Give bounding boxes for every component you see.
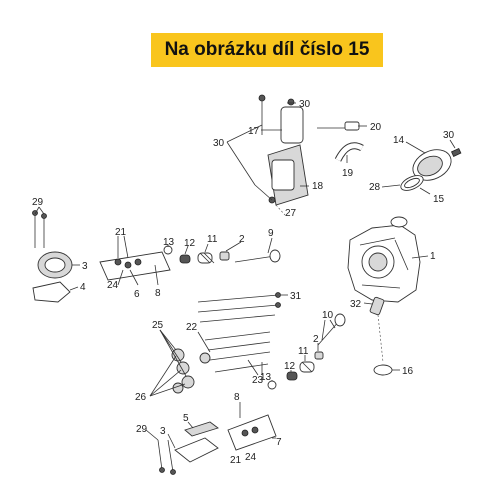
callout-1: 1 xyxy=(430,251,436,262)
callout-14: 14 xyxy=(393,135,405,146)
callout-9: 9 xyxy=(268,228,274,239)
left-cover-assembly xyxy=(32,210,73,303)
callout-21: 21 xyxy=(115,227,127,238)
callout-7: 7 xyxy=(276,437,282,448)
callout-24: 24 xyxy=(245,452,257,463)
bolt-head xyxy=(258,94,266,102)
callout-30: 30 xyxy=(443,130,455,141)
hose-fitting xyxy=(344,121,360,131)
rocker-plate-upper xyxy=(99,251,171,281)
gasket-5 xyxy=(184,421,219,437)
callout-8: 8 xyxy=(234,392,240,403)
callout-27: 27 xyxy=(285,208,297,219)
pump-lower-body xyxy=(271,159,295,191)
callout-24: 24 xyxy=(107,280,119,291)
callout-23: 23 xyxy=(252,375,264,386)
callout-6: 6 xyxy=(134,289,140,300)
callout-26: 26 xyxy=(135,392,147,403)
seal-2 xyxy=(219,251,230,261)
callout-18: 18 xyxy=(312,181,324,192)
callout-3: 3 xyxy=(160,426,166,437)
callout-22: 22 xyxy=(186,322,198,333)
callout-28: 28 xyxy=(369,182,381,193)
callout-5: 5 xyxy=(183,413,189,424)
retainer-12 xyxy=(179,254,191,264)
rocker-plate-lower xyxy=(227,414,277,451)
callout-21: 21 xyxy=(230,455,242,466)
nuts-group xyxy=(171,348,211,394)
lower-rocker-assembly xyxy=(227,313,346,451)
callout-30: 30 xyxy=(299,99,311,110)
screw-30 xyxy=(450,147,462,157)
fitting-32 xyxy=(369,296,385,316)
engine-block xyxy=(347,216,421,303)
pump-body xyxy=(280,106,304,144)
seal-2b xyxy=(314,351,324,360)
banner-text: Na obrázku díl číslo 15 xyxy=(164,39,370,60)
callout-8: 8 xyxy=(155,288,161,299)
retainer-12b xyxy=(286,371,298,381)
callout-17: 17 xyxy=(248,126,260,137)
bottom-cover-assembly xyxy=(157,421,219,475)
cover-3b xyxy=(174,437,219,463)
callout-11: 11 xyxy=(298,346,309,357)
part-number-banner: Na obrázku díl číslo 15 xyxy=(151,33,383,67)
nut xyxy=(181,375,195,389)
callout-10: 10 xyxy=(322,310,334,321)
callout-12: 12 xyxy=(284,361,296,372)
callout-11: 11 xyxy=(207,234,218,245)
callout-2: 2 xyxy=(239,234,245,245)
nut xyxy=(199,352,211,364)
callout-3: 3 xyxy=(82,261,88,272)
cover-assembly xyxy=(400,147,462,191)
callout-15: 15 xyxy=(433,194,445,205)
callout-31: 31 xyxy=(290,291,302,302)
callout-12: 12 xyxy=(184,238,196,249)
callout-13: 13 xyxy=(163,237,175,248)
callout-13: 13 xyxy=(260,372,272,383)
shaft-6 xyxy=(129,269,139,286)
gasket-4 xyxy=(32,281,71,303)
callout-29: 29 xyxy=(32,197,44,208)
callout-30: 30 xyxy=(213,138,225,149)
bolt-head xyxy=(287,98,295,106)
callout-25: 25 xyxy=(152,320,164,331)
o-ring-16 xyxy=(373,364,393,376)
valve-9 xyxy=(234,255,276,263)
callout-16: 16 xyxy=(402,366,414,377)
pin-8 xyxy=(154,264,159,286)
upper-rocker-assembly xyxy=(99,245,281,286)
engine-boss xyxy=(390,216,408,228)
callout-19: 19 xyxy=(342,168,354,179)
long-bolts xyxy=(197,292,281,373)
callout-2: 2 xyxy=(313,334,319,345)
callout-32: 32 xyxy=(350,299,362,310)
callout-4: 4 xyxy=(80,282,86,293)
callout-labels: 30 17 30 20 14 30 19 18 28 15 27 29 xyxy=(32,99,456,466)
pump-housing-assembly xyxy=(254,94,309,216)
callout-29: 29 xyxy=(136,424,148,435)
callout-20: 20 xyxy=(370,122,382,133)
